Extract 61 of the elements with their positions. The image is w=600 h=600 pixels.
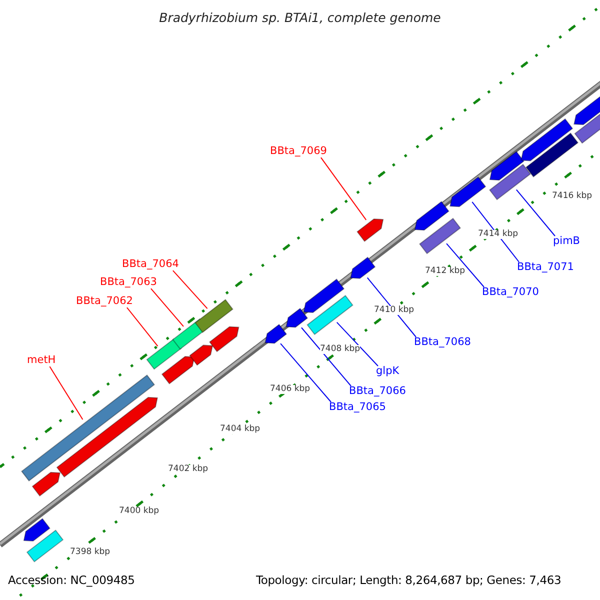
scale-label: 7412 kbp xyxy=(425,267,466,276)
gene-feature xyxy=(414,200,450,231)
scale-label: 7410 kbp xyxy=(374,306,414,316)
gene-feature xyxy=(356,218,384,242)
gene-label: BBta_7062 xyxy=(76,296,133,308)
gene-feature xyxy=(350,256,376,279)
leader-line xyxy=(280,343,332,402)
scale-label: 7404 kbp xyxy=(220,425,260,434)
scale-label: 7398 kbp xyxy=(70,548,110,558)
footer-note: Accession: NC_009485 xyxy=(8,574,135,587)
gene-label: glpK xyxy=(376,366,400,378)
gene-bar xyxy=(194,298,234,334)
gene-bar xyxy=(146,338,182,370)
title: Bradyrhizobium sp. BTAi1, complete genome xyxy=(158,10,442,25)
leader-line xyxy=(126,307,158,347)
gene-bar xyxy=(20,374,156,482)
gene-feature xyxy=(23,518,50,542)
gene-feature xyxy=(303,278,345,313)
gene-label: BBta_7065 xyxy=(329,402,386,414)
leader-line xyxy=(336,322,378,366)
gene-feature xyxy=(520,118,574,162)
gene-feature xyxy=(189,344,214,366)
scale-label: 7402 kbp xyxy=(168,465,208,474)
leader-line xyxy=(320,157,367,220)
gene-feature xyxy=(161,356,195,384)
leader-line xyxy=(472,201,520,262)
gene-feature xyxy=(264,324,288,344)
leader-line xyxy=(300,327,352,386)
gene-feature xyxy=(286,308,308,328)
scale-label: 7406 kbp xyxy=(270,385,310,394)
gene-bar xyxy=(525,132,579,178)
gene-bar xyxy=(306,294,354,336)
gene-feature xyxy=(489,150,524,181)
gene-bar xyxy=(26,530,64,562)
gene-feature xyxy=(574,94,600,126)
gene-label: BBta_7066 xyxy=(349,386,406,398)
gene-feature xyxy=(208,326,240,352)
footer-note: Topology: circular; Length: 8,264,687 bp; Genes: 7,463 xyxy=(256,574,562,587)
leader-line xyxy=(150,288,184,327)
scale-label: 7416 kbp xyxy=(552,192,592,202)
gene-label: pimB xyxy=(553,236,580,248)
gene-label: BBta_7068 xyxy=(414,337,471,349)
leader-line xyxy=(446,243,484,288)
gene-label: BBta_7070 xyxy=(482,287,539,299)
leader-line xyxy=(172,270,208,310)
leader-line xyxy=(49,366,84,420)
gene-label: BBta_7069 xyxy=(270,146,327,158)
leader-line xyxy=(366,277,416,338)
leader-line xyxy=(516,189,556,236)
gene-bar xyxy=(488,164,532,200)
gene-bar xyxy=(418,218,462,254)
gene-feature xyxy=(32,472,60,497)
gene-label: metH xyxy=(27,355,56,367)
gene-feature xyxy=(56,396,158,478)
scale-label: 7414 kbp xyxy=(478,230,518,240)
gene-label: BBta_7063 xyxy=(100,277,157,289)
scale-label: 7408 kbp xyxy=(320,345,360,354)
gene-label: BBta_7064 xyxy=(122,259,179,271)
scale-label: 7400 kbp xyxy=(119,507,160,516)
gene-feature xyxy=(450,176,486,208)
gene-label: BBta_7071 xyxy=(517,262,574,274)
